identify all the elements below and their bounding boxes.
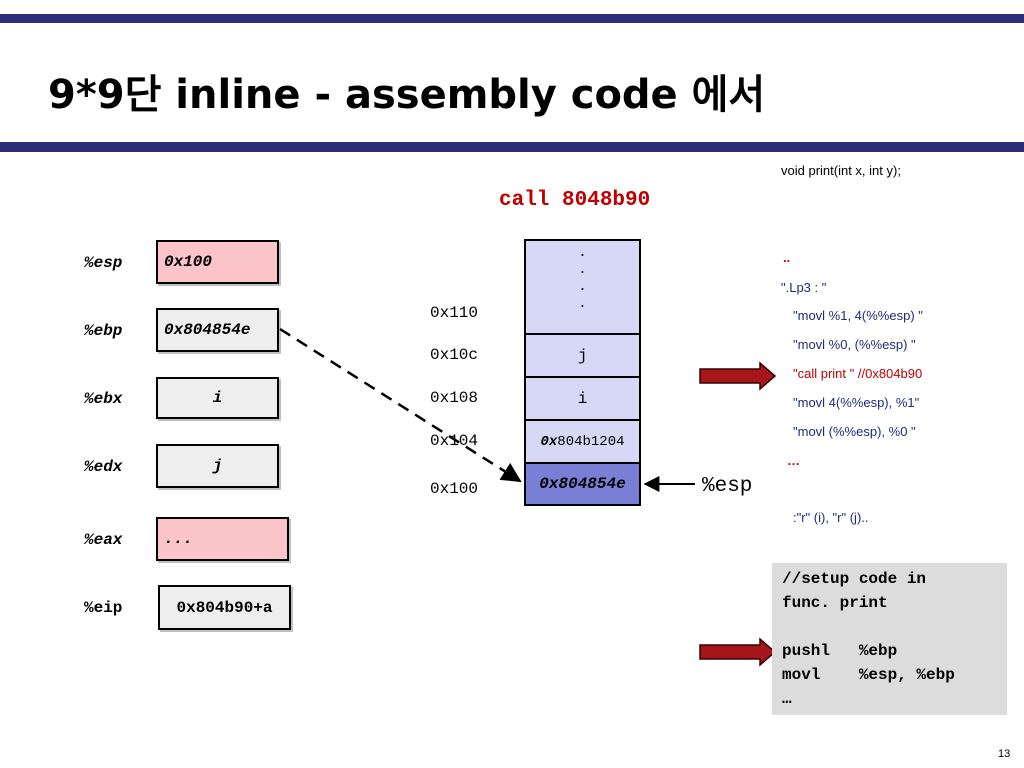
- call-label: call 8048b90: [499, 189, 651, 212]
- code-line-9: :"r" (i), "r" (j)..: [793, 510, 869, 525]
- stack-cell-dots: . . . .: [524, 239, 641, 335]
- register-ebp-value: 0x804854e: [156, 308, 279, 352]
- register-eax-value: ...: [156, 517, 289, 561]
- code-line-3: "movl %1, 4(%%esp) ": [793, 308, 923, 323]
- setup-code-box: //setup code in func. print pushl %ebp m…: [772, 563, 1007, 715]
- stack-cell-j: j: [524, 333, 641, 378]
- red-arrow-icon: [699, 637, 777, 667]
- stack-cell-return-value: 804b1204: [557, 433, 625, 450]
- code-line-2: ".Lp3 : ": [781, 280, 827, 295]
- register-label-ebp: %ebp: [84, 322, 123, 340]
- page-number: 13: [998, 748, 1011, 760]
- stack-cell-saved-ebp-value: 0x804854e: [539, 475, 626, 493]
- stack-address-0x110: 0x110: [430, 304, 479, 322]
- title-bar-top: [0, 14, 1024, 23]
- register-label-eip: %eip: [84, 599, 123, 617]
- ebp-dashed-arrow: [279, 327, 522, 483]
- code-line-4: "movl %0, (%%esp) ": [793, 337, 916, 352]
- stack-cell-i-value: i: [577, 389, 588, 408]
- stack-cell-saved-ebp: 0x804854e: [524, 462, 641, 506]
- title-bar-bottom: [0, 142, 1024, 152]
- red-arrow-icon: [699, 361, 777, 391]
- stack-address-0x10c: 0x10c: [430, 346, 479, 364]
- register-label-edx: %edx: [84, 458, 123, 476]
- register-label-eax: %eax: [84, 531, 123, 549]
- stack-cell-return-prefix: 0x: [540, 433, 558, 450]
- stack-address-0x100: 0x100: [430, 480, 479, 498]
- slide-title: 9*9단 inline - assembly code 에서: [48, 72, 766, 118]
- register-edx-value: j: [156, 444, 279, 488]
- register-label-esp: %esp: [84, 254, 123, 272]
- code-line-8: …: [787, 453, 800, 468]
- register-esp-value: 0x100: [156, 240, 279, 284]
- function-signature: void print(int x, int y);: [781, 163, 901, 178]
- esp-pointer-label: %esp: [702, 475, 753, 498]
- code-line-5: "call print " //0x804b90: [793, 366, 923, 381]
- code-line-1: ..: [783, 250, 791, 265]
- code-line-7: "movl (%%esp), %0 ": [793, 424, 916, 439]
- register-ebx-value: i: [156, 377, 279, 419]
- stack-cell-j-value: j: [577, 346, 588, 365]
- register-label-ebx: %ebx: [84, 390, 123, 408]
- stack-address-0x104: 0x104: [430, 432, 479, 450]
- stack-address-0x108: 0x108: [430, 389, 479, 407]
- code-line-6: "movl 4(%%esp), %1": [793, 395, 920, 410]
- stack-dots: . . . .: [578, 245, 587, 312]
- register-eip-value: 0x804b90+a: [158, 585, 291, 630]
